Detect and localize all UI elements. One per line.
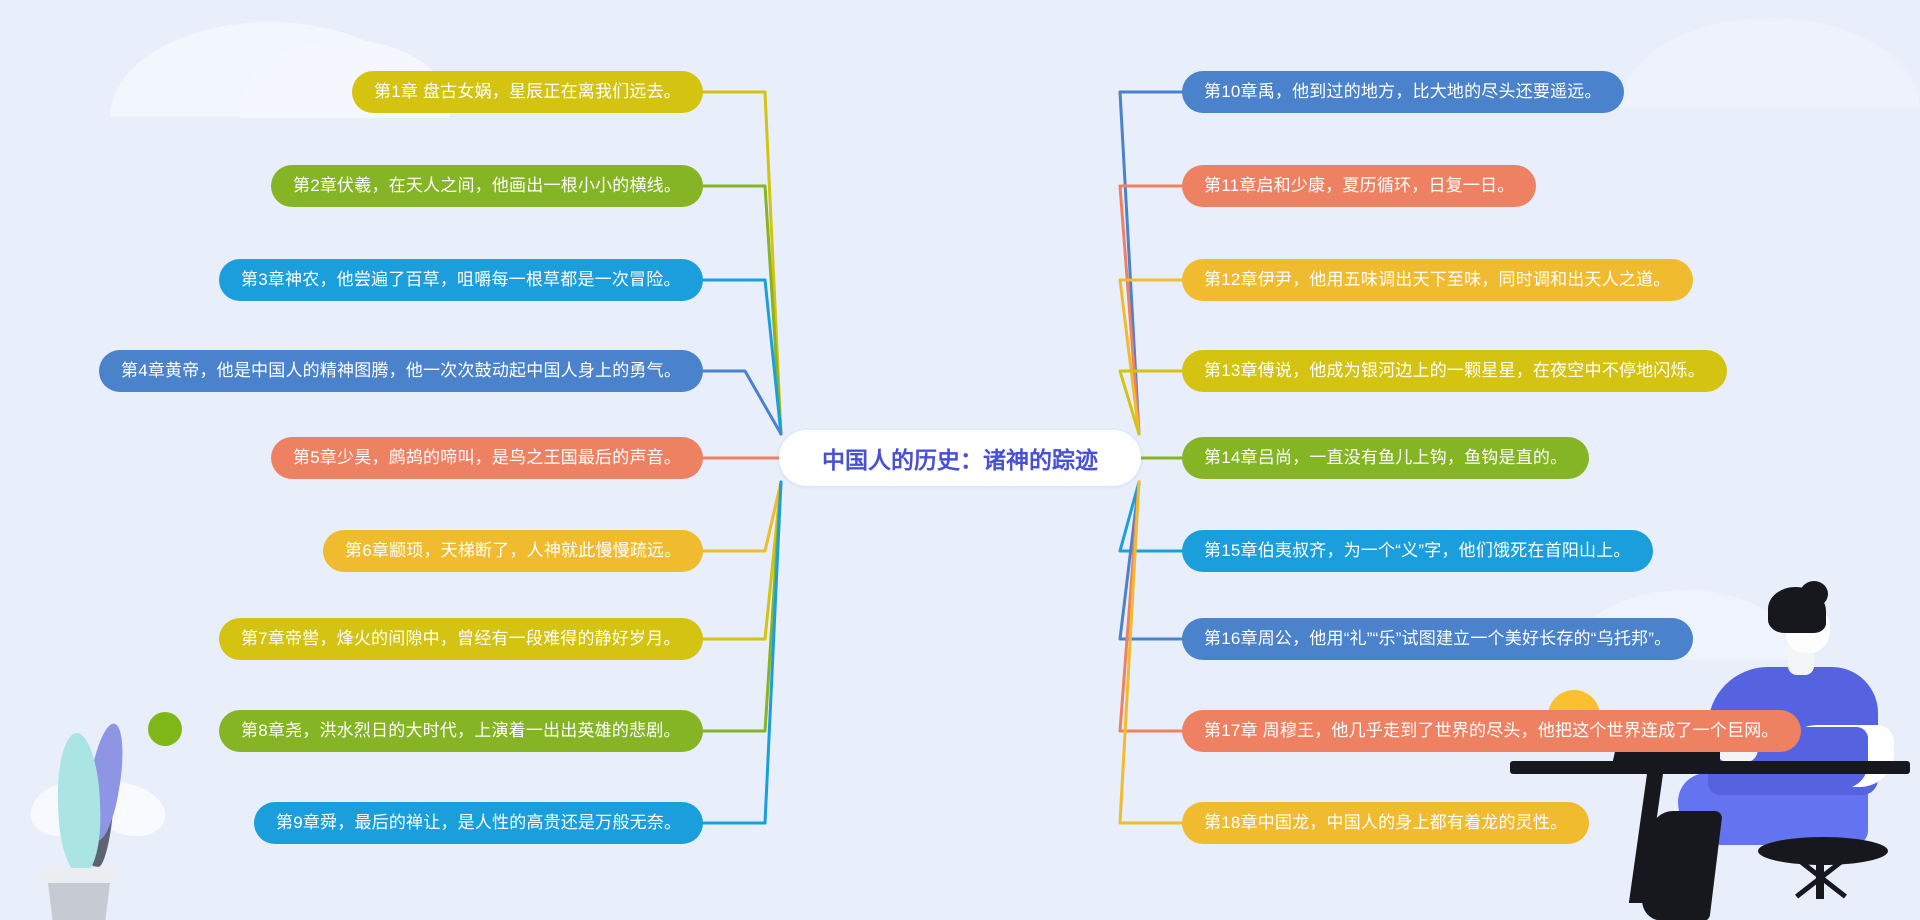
- topic-node-ch3[interactable]: 第3章神农，他尝遍了百草，咀嚼每一根草都是一次冒险。: [219, 259, 703, 301]
- topic-node-ch5[interactable]: 第5章少昊，鹧鸪的啼叫，是鸟之王国最后的声音。: [271, 437, 704, 479]
- connector-line: [1118, 278, 1184, 436]
- connector-line: [1118, 480, 1184, 825]
- connector-line: [701, 184, 783, 436]
- topic-node-ch2[interactable]: 第2章伏羲，在天人之间，他画出一根小小的横线。: [271, 165, 704, 207]
- topic-node-ch13[interactable]: 第13章傅说，他成为银河边上的一颗星星，在夜空中不停地闪烁。: [1182, 350, 1727, 392]
- topic-node-ch11[interactable]: 第11章启和少康，夏历循环，日复一日。: [1182, 165, 1537, 207]
- topic-node-ch14[interactable]: 第14章吕尚，一直没有鱼儿上钩，鱼钩是直的。: [1182, 437, 1590, 479]
- connector-line: [1118, 480, 1184, 641]
- connector-line: [701, 369, 783, 436]
- topic-node-ch6[interactable]: 第6章颛顼，天梯断了，人神就此慢慢疏远。: [323, 530, 704, 572]
- connector-line: [701, 278, 783, 436]
- connector-line: [701, 480, 783, 825]
- topic-node-ch7[interactable]: 第7章帝喾，烽火的间隙中，曾经有一段难得的静好岁月。: [219, 618, 703, 660]
- topic-node-ch9[interactable]: 第9章舜，最后的禅让，是人性的高贵还是万般无奈。: [254, 802, 704, 844]
- connector-line: [1118, 480, 1184, 733]
- topic-node-ch18[interactable]: 第18章中国龙，中国人的身上都有着龙的灵性。: [1182, 802, 1590, 844]
- connector-line: [1118, 90, 1184, 436]
- topic-node-ch8[interactable]: 第8章尧，洪水烈日的大时代，上演着一出出英雄的悲剧。: [219, 710, 703, 752]
- center-topic-node[interactable]: 中国人的历史：诸神的踪迹: [779, 430, 1141, 486]
- topic-node-ch16[interactable]: 第16章周公，他用“礼”“乐”试图建立一个美好长存的“乌托邦”。: [1182, 618, 1694, 660]
- connector-line: [1118, 480, 1184, 553]
- topic-node-ch1[interactable]: 第1章 盘古女娲，星辰正在离我们远去。: [352, 71, 703, 113]
- topic-node-ch10[interactable]: 第10章禹，他到过的地方，比大地的尽头还要遥远。: [1182, 71, 1624, 113]
- topic-node-ch12[interactable]: 第12章伊尹，他用五味调出天下至味，同时调和出天人之道。: [1182, 259, 1693, 301]
- connector-line: [701, 480, 783, 553]
- connector-line: [701, 480, 783, 641]
- topic-node-ch4[interactable]: 第4章黄帝，他是中国人的精神图腾，他一次次鼓动起中国人身上的勇气。: [99, 350, 704, 392]
- connector-line: [1118, 369, 1184, 436]
- topic-node-ch15[interactable]: 第15章伯夷叔齐，为一个“义”字，他们饿死在首阳山上。: [1182, 530, 1653, 572]
- topic-node-ch17[interactable]: 第17章 周穆王，他几乎走到了世界的尽头，他把这个世界连成了一个巨网。: [1182, 710, 1801, 752]
- connector-line: [1118, 184, 1184, 436]
- connector-line: [701, 90, 783, 436]
